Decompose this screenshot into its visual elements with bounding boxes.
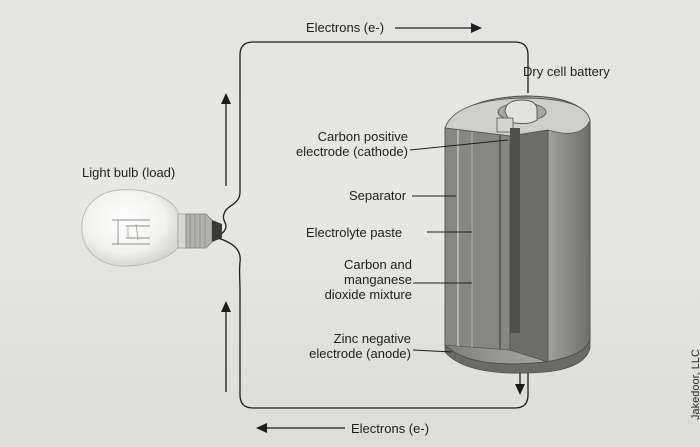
leader-lines [409, 139, 509, 353]
mixture-label-line3: dioxide mixture [324, 287, 412, 302]
publisher-credit: Jakedoor, LLC [690, 349, 700, 420]
bulb-lead-wire [217, 191, 241, 291]
mixture-label-line2: manganese [344, 272, 412, 287]
light-bulb-icon [81, 189, 222, 267]
cathode-label: Carbon positive electrode (cathode) [290, 129, 408, 159]
left-arrow-icon [256, 423, 345, 433]
light-bulb-label: Light bulb (load) [82, 165, 176, 180]
up-arrow-top-icon [221, 93, 231, 186]
electrolyte-label: Electrolyte paste [306, 225, 403, 240]
anode-label-line1: Zinc negative [333, 331, 411, 346]
battery-title-label: Dry cell battery [523, 64, 610, 79]
mixture-label: Carbon and manganese dioxide mixture [300, 257, 412, 302]
separator-label: Separator [349, 188, 407, 203]
cathode-label-line2: electrode (cathode) [295, 144, 408, 159]
mixture-label-line1: Carbon and [344, 257, 412, 272]
dry-cell-battery-icon [444, 95, 591, 374]
circuit-wire [239, 41, 529, 192]
circuit-wire-bottom [239, 290, 529, 409]
up-arrow-bottom-icon [221, 301, 231, 392]
anode-label-line2: electrode (anode) [309, 346, 411, 361]
anode-label: Zinc negative electrode (anode) [296, 331, 411, 361]
electrons-bottom-label: Electrons (e-) [351, 421, 430, 436]
electrons-top-label: Electrons (e-) [306, 20, 385, 35]
cathode-label-line1: Carbon positive [317, 129, 408, 144]
right-arrow-icon [395, 23, 482, 33]
